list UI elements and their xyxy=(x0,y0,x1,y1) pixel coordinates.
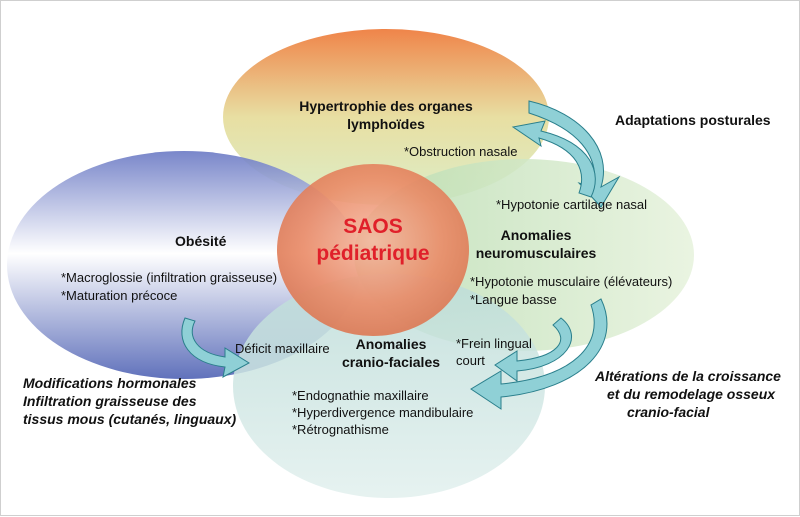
circle-bottom-ellipse xyxy=(233,274,545,498)
right-title-line1: Anomalies xyxy=(500,227,572,243)
annotation-frein-line1: *Frein lingual xyxy=(456,336,532,351)
adaptations-arrow-outer xyxy=(528,100,621,208)
annotation-deficit-maxillaire: Déficit maxillaire xyxy=(235,341,330,356)
annotation-adaptations-posturales: Adaptations posturales xyxy=(615,112,771,128)
adaptations-arrow-inner xyxy=(511,120,596,198)
annotation-hormonal-line2: Infiltration graisseuse des xyxy=(23,393,197,409)
bottom-title-line2: cranio-faciales xyxy=(341,354,441,370)
bottom-item-hyperdivergence: *Hyperdivergence mandibulaire xyxy=(292,405,474,420)
circle-top-ellipse xyxy=(223,29,549,205)
left-item-macroglossie: *Macroglossie (infiltration graisseuse) xyxy=(61,270,278,285)
bottom-title-line1: Anomalies xyxy=(355,336,427,352)
right-item-hypotonie-nasal: *Hypotonie cartilage nasal xyxy=(496,197,648,212)
top-item-obstruction: *Obstruction nasale xyxy=(404,144,518,159)
annotation-croissance-line1: Altérations de la croissance xyxy=(595,368,781,384)
top-title-line1: Hypertrophie des organes xyxy=(299,98,473,114)
core-ellipse xyxy=(277,164,469,336)
annotation-croissance-line2: et du remodelage osseux xyxy=(607,386,776,402)
croissance-arrow xyxy=(470,298,608,410)
center-title-line2: pédiatrique xyxy=(316,242,430,265)
right-item-hypotonie-musculaire: *Hypotonie musculaire (élévateurs) xyxy=(470,274,673,289)
left-title: Obésité xyxy=(175,233,227,249)
right-item-langue-basse: *Langue basse xyxy=(470,292,557,307)
obesity-arrow xyxy=(181,317,250,378)
annotation-hormonal-line3: tissus mous (cutanés, linguaux) xyxy=(23,411,237,427)
left-item-maturation: *Maturation précoce xyxy=(61,288,178,303)
bottom-item-retrognathisme: *Rétrognathisme xyxy=(292,422,389,437)
right-title-line2: neuromusculaires xyxy=(475,245,597,261)
bottom-item-endognathie: *Endognathie maxillaire xyxy=(292,388,429,403)
frein-arrow xyxy=(494,317,572,382)
annotation-hormonal-line1: Modifications hormonales xyxy=(23,375,197,391)
annotation-frein-line2: court xyxy=(456,353,485,368)
annotation-croissance-line3: cranio-facial xyxy=(627,404,710,420)
center-title-line1: SAOS xyxy=(343,215,403,238)
top-title-line2: lymphoïdes xyxy=(347,116,425,132)
